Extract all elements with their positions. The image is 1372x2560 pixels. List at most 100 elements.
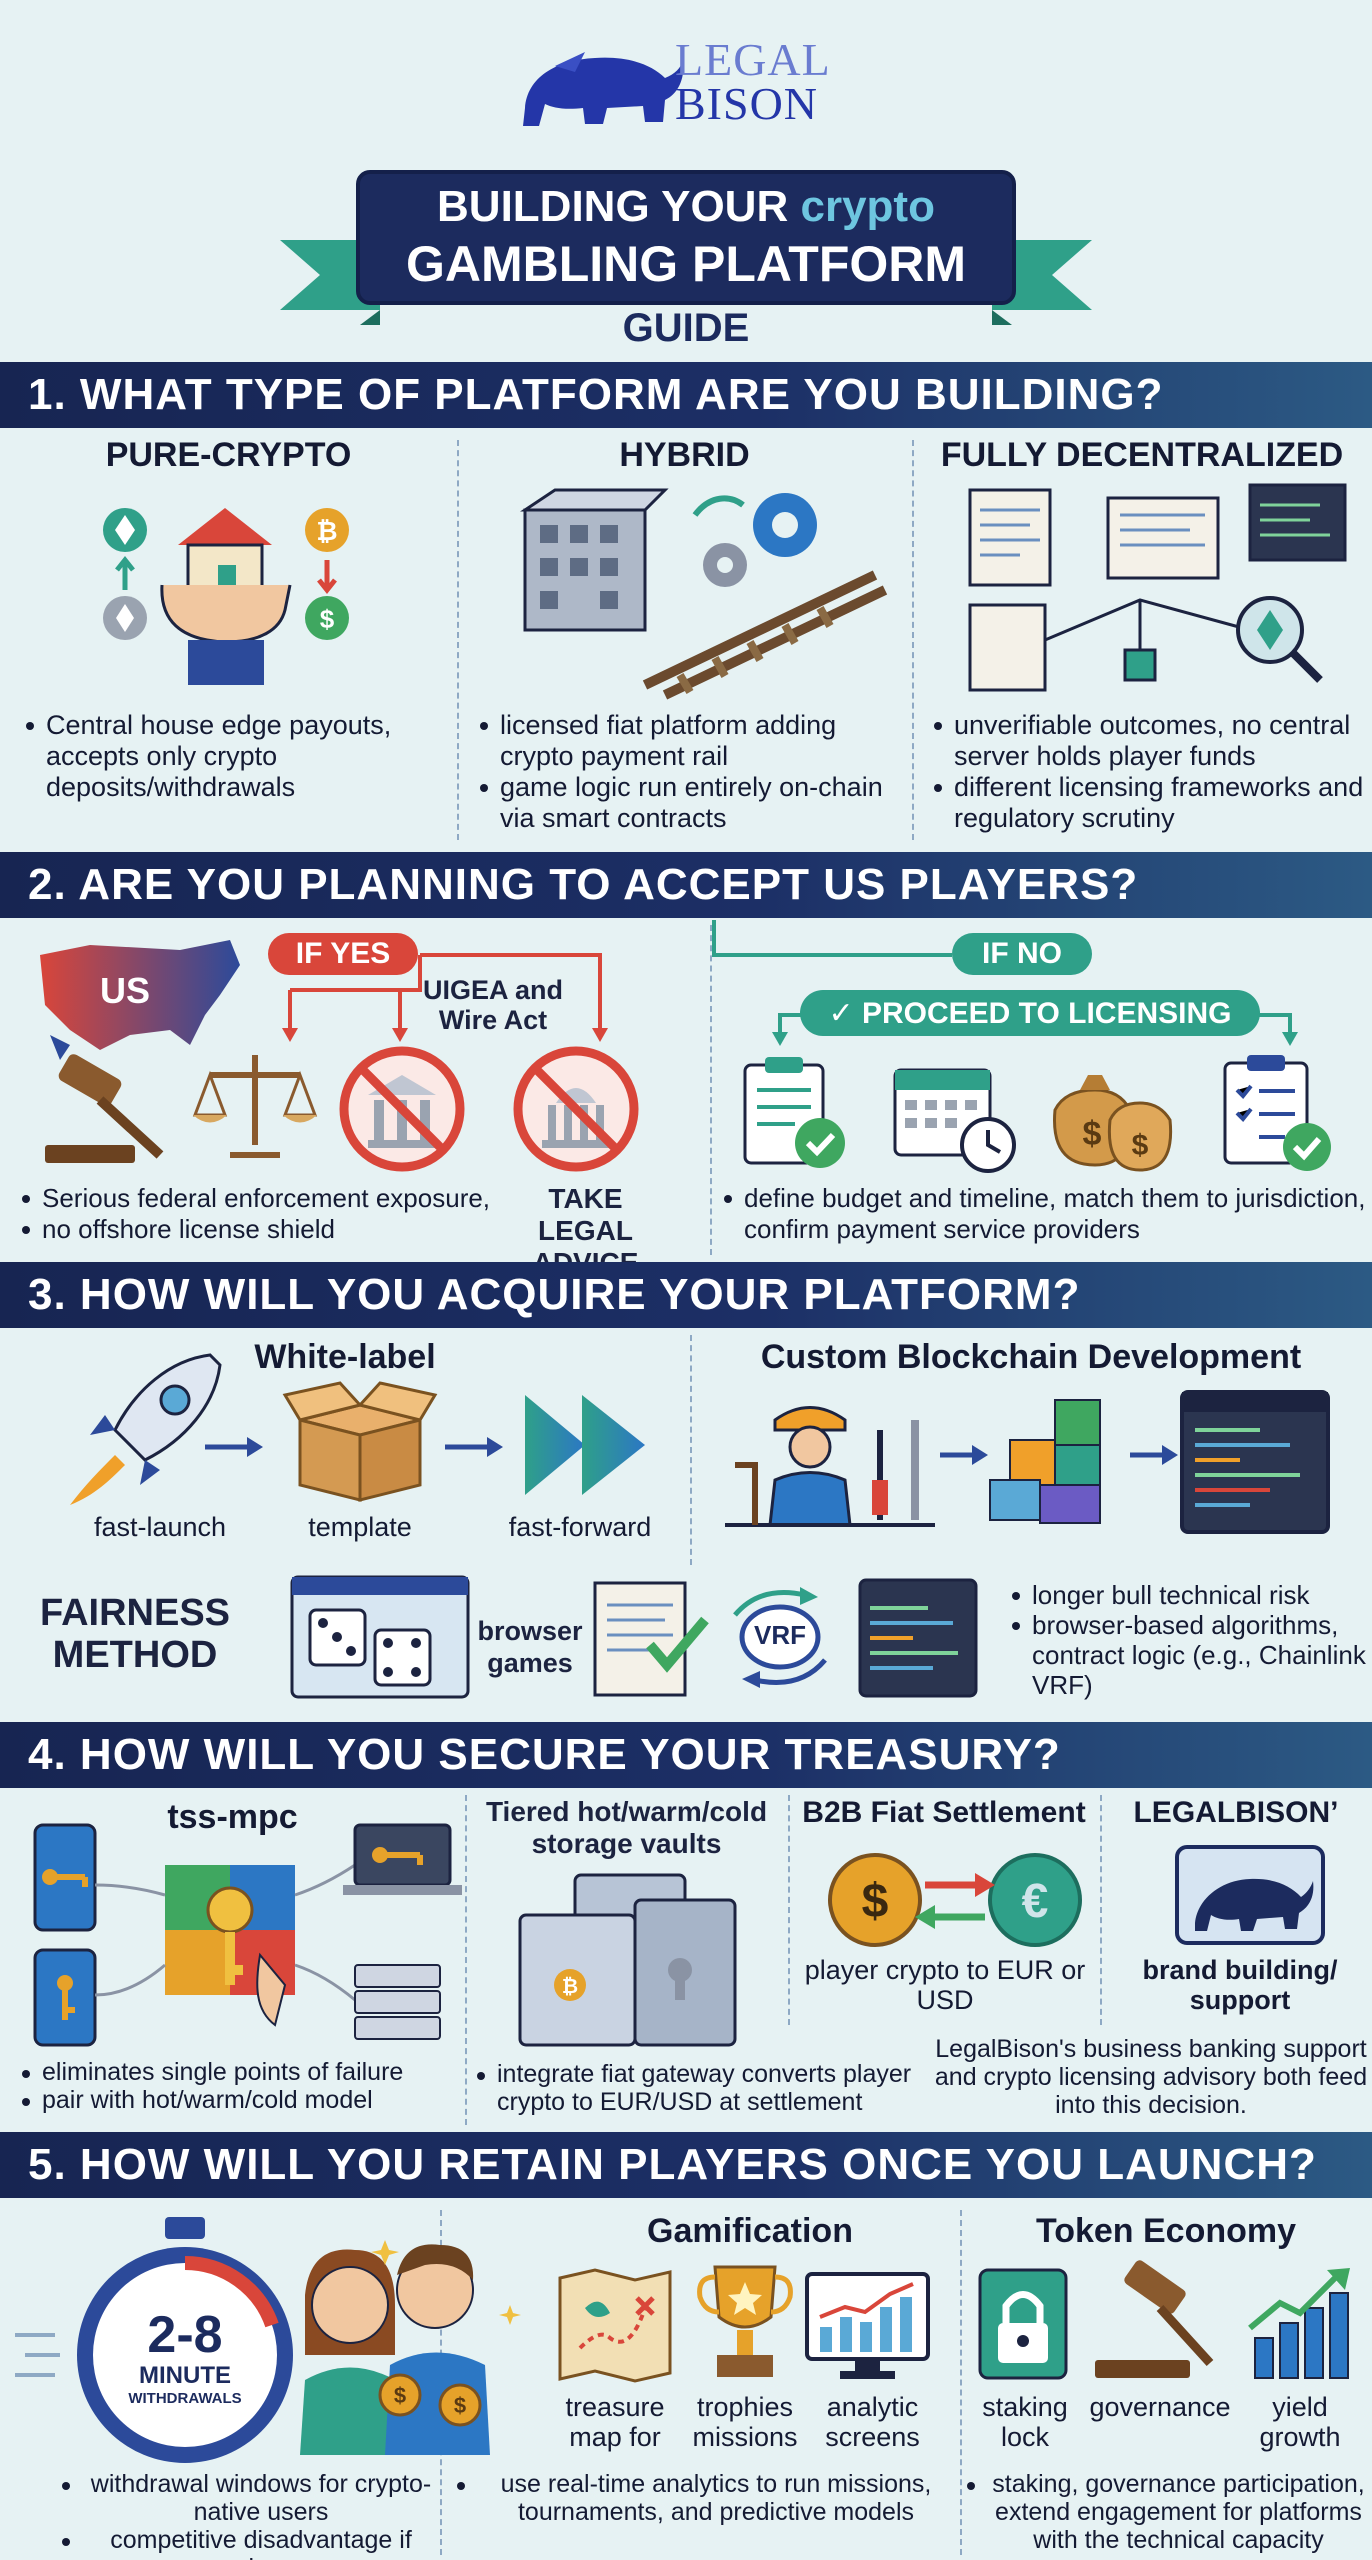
governance-caption: governance [1089, 2392, 1231, 2422]
arrow-right-icon [205, 1437, 263, 1457]
section3-heading: 3. HOW WILL YOU ACQUIRE YOUR PLATFORM? [0, 1262, 1372, 1328]
title-ribbon [280, 240, 1092, 325]
divider [457, 440, 459, 840]
bullet: use real-time analytics to run missions,… [455, 2470, 955, 2526]
bullet: no offshore license shield [20, 1214, 500, 1245]
bullet: staking, governance participation, exten… [965, 2470, 1370, 2554]
if-no-pill: IF NO [952, 933, 1092, 975]
developer-tools-icon [725, 1406, 935, 1527]
divider [788, 1795, 790, 2025]
bullet: Central house edge payouts, accepts only… [24, 710, 454, 803]
title-line2: GAMBLING PLATFORM [405, 236, 967, 292]
section4-heading: 4. HOW WILL YOU SECURE YOUR TREASURY? [0, 1722, 1372, 1788]
pure-crypto-title: PURE-CRYPTO [105, 436, 352, 474]
stopwatch-icon [15, 2217, 293, 2463]
treasure-map-caption: treasure map for [565, 2392, 665, 2452]
calendar-clock-icon [893, 1068, 1016, 1173]
open-box-icon [282, 1381, 438, 1502]
treasure-map-icon [558, 2268, 672, 2383]
custom-dev-title: Custom Blockchain Development [760, 1338, 1302, 1376]
us-map-icon [40, 940, 240, 1060]
token-bullets: staking, governance participation, exten… [965, 2470, 1370, 2554]
b2b-settlement-title: B2B Fiat Settlement [802, 1796, 1086, 1829]
timer-label: WITHDRAWALS [128, 2390, 242, 2407]
dice-window-icon [290, 1575, 470, 1699]
bullet: game logic run entirely on-chain via sma… [478, 772, 908, 834]
staking-lock-icon [978, 2268, 1068, 2380]
tiered-vaults-title: Tiered hot/warm/cold storage vaults [485, 1796, 768, 1859]
svg-text:€: € [1022, 1875, 1049, 1928]
hand-house-crypto-icon: ₿ $ [103, 508, 349, 685]
title-banner [356, 170, 1016, 305]
divider [710, 925, 712, 1255]
divider [690, 1335, 692, 1565]
contract-check-icon [593, 1581, 709, 1697]
bullet: define budget and timeline, match them t… [722, 1183, 1372, 1245]
arrow-right-icon [940, 1445, 988, 1465]
uigea-label: UIGEA and Wire Act [422, 975, 563, 1035]
decentralized-bullets: unverifiable outcomes, no central server… [932, 710, 1372, 834]
divider [465, 1795, 467, 2125]
arrow-right-icon [445, 1437, 503, 1457]
happy-players-icon: $ $ [300, 2240, 521, 2455]
fast-forward-icon [525, 1395, 645, 1495]
analytics-screen-icon [805, 2272, 930, 2379]
code-window-icon [858, 1578, 978, 1698]
svg-text:$: $ [1132, 1129, 1149, 1162]
title-line1: BUILDING YOUR crypto [437, 182, 935, 231]
hybrid-bullets: licensed fiat platform adding crypto pay… [478, 710, 908, 834]
gavel-icon [1095, 2260, 1214, 2378]
bullet: different licensing frameworks and regul… [932, 772, 1372, 834]
divider [960, 2210, 962, 2555]
trophies-caption: trophies missions [692, 2392, 798, 2452]
staking-caption: staking lock [982, 2392, 1068, 2452]
bison-card-icon [1175, 1845, 1325, 1945]
bullet: Serious federal enforcement exposure, [20, 1183, 500, 1214]
yield-growth-icon [1248, 2268, 1350, 2379]
dollar-euro-exchange-icon: $ € [828, 1853, 1082, 1947]
template-caption: template [308, 1512, 412, 1542]
proceed-to-licensing: ✓ PROCEED TO LICENSING [800, 990, 1260, 1036]
us-no-bullets: define budget and timeline, match them t… [722, 1183, 1372, 1245]
arrow-right-icon [1130, 1445, 1178, 1465]
trophy-icon [697, 2265, 793, 2377]
section5-heading: 5. HOW WILL YOU RETAIN PLAYERS ONCE YOU … [0, 2132, 1372, 2198]
bullet: browser-based algorithms, contract logic… [1010, 1610, 1372, 1700]
us-label: US [100, 970, 151, 1011]
gavel-icon [45, 1054, 164, 1163]
bullet: licensed fiat platform adding crypto pay… [478, 710, 908, 772]
legalbison-note: LegalBison's business banking support an… [934, 2035, 1368, 2119]
bullet: pair with hot/warm/cold model [20, 2086, 460, 2114]
browser-games-label: browser games [477, 1616, 583, 1678]
brand-line2: BISON [675, 78, 819, 129]
pure-crypto-bullets: Central house edge payouts, accepts only… [24, 710, 454, 803]
timer-unit: MINUTE [139, 2362, 231, 2389]
prohibited-capitol-icon [513, 1046, 639, 1172]
vrf-label: VRF [754, 1620, 806, 1650]
gamification-title: Gamification [647, 2212, 853, 2250]
divider [1100, 1795, 1102, 2025]
tss-mpc-bullets: eliminates single points of failure pair… [20, 2058, 460, 2114]
token-economy-title: Token Economy [1035, 2212, 1297, 2250]
fairness-bullets: longer bull technical risk browser-based… [1010, 1580, 1372, 1700]
withdrawal-bullets: withdrawal windows for crypto-native use… [60, 2470, 440, 2560]
section1-heading: 1. WHAT TYPE OF PLATFORM ARE YOU BUILDIN… [0, 362, 1372, 428]
fairness-method-label: FAIRNESS METHOD [39, 1592, 231, 1676]
svg-text:₿: ₿ [562, 1976, 578, 1998]
decentralized-title: FULLY DECENTRALIZED [940, 436, 1344, 474]
blockchain-cubes-icon [989, 1399, 1101, 1524]
money-bags-icon: $ $ [1053, 1075, 1173, 1172]
prohibited-bank-icon [339, 1046, 465, 1172]
decentralized-network-icon [968, 483, 1347, 692]
svg-text:$: $ [320, 604, 335, 634]
if-yes-pill: IF YES [268, 933, 418, 975]
fast-forward-caption: fast-forward [508, 1512, 652, 1542]
legalbison-caption: brand building/ support [1142, 1955, 1338, 2015]
analytics-caption: analytic screens [825, 2392, 920, 2452]
divider [912, 440, 914, 840]
if-yes-arrows [282, 953, 608, 1042]
bison-logo-icon [523, 52, 684, 126]
bullet: longer bull technical risk [1010, 1580, 1372, 1610]
bullet: integrate fiat gateway converts player c… [475, 2060, 935, 2116]
us-yes-bullets: Serious federal enforcement exposure, no… [20, 1183, 500, 1245]
